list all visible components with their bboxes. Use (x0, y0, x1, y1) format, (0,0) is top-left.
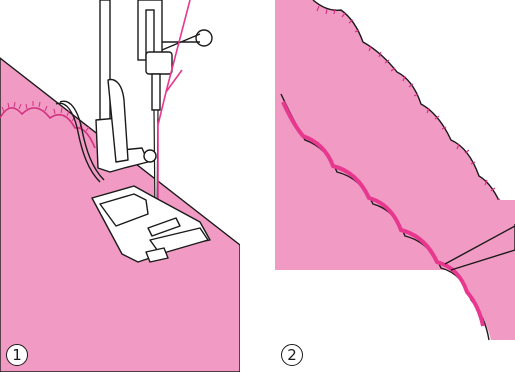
step-number-badge: 2 (281, 344, 303, 366)
step-1-illustration (0, 0, 240, 372)
step-2-illustration (275, 0, 515, 372)
step-1-panel: 1 (0, 0, 240, 372)
step-number-badge: 1 (6, 344, 28, 366)
step-2-panel: 2 (275, 0, 515, 372)
